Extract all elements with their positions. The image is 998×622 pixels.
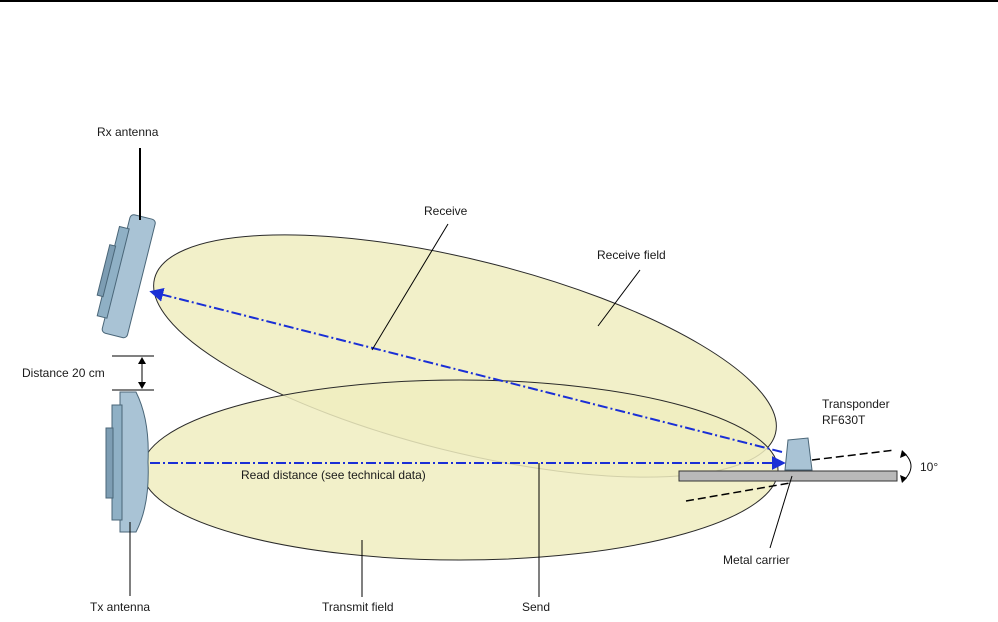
tx-antenna-label: Tx antenna — [90, 600, 150, 614]
rx-antenna — [89, 211, 156, 339]
angle-arrow-bottom — [900, 475, 907, 483]
receive-field-label: Receive field — [597, 248, 666, 262]
rx-antenna-label: Rx antenna — [97, 125, 159, 139]
transmit-field — [142, 380, 778, 560]
distance-dimension — [112, 356, 154, 390]
transponder-model-label: RF630T — [822, 413, 866, 427]
angle-label: 10° — [920, 460, 938, 474]
read-distance-label: Read distance (see technical data) — [241, 468, 426, 482]
metal-carrier-label: Metal carrier — [723, 553, 790, 567]
transponder — [785, 438, 812, 470]
tilt-line-upper — [812, 450, 895, 460]
tx-antenna — [106, 392, 148, 532]
send-label: Send — [522, 600, 550, 614]
transponder-label: Transponder — [822, 397, 890, 411]
receive-label: Receive — [424, 204, 468, 218]
angle-arrow-top — [900, 450, 907, 458]
transmit-field-label: Transmit field — [322, 600, 394, 614]
metal-carrier — [679, 471, 897, 481]
distance-label: Distance 20 cm — [22, 366, 105, 380]
metal-carrier-leader — [770, 476, 792, 548]
